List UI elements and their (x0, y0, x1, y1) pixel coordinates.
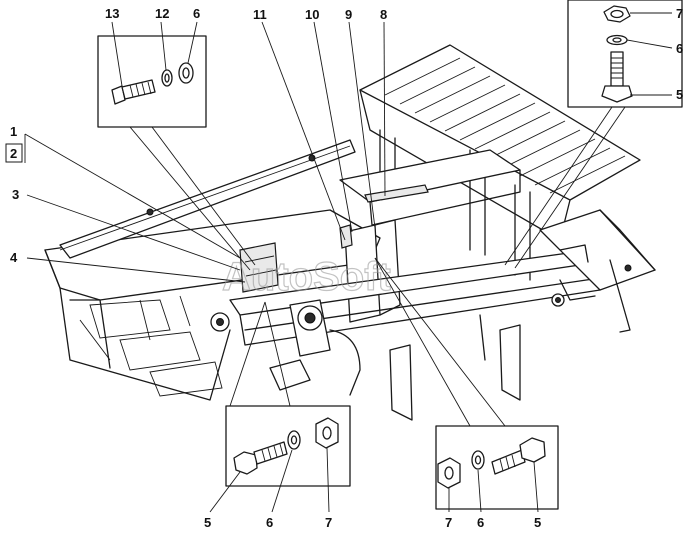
callout-6-bottom-right: 6 (477, 515, 484, 530)
detail-box-bottom-right (435, 425, 559, 513)
callout-13: 13 (105, 6, 119, 21)
nut-icon (603, 5, 631, 23)
callout-6-top-left: 6 (193, 6, 200, 21)
callout-11: 11 (253, 7, 267, 22)
callout-5-top-right: 5 (676, 87, 683, 102)
nut-icon (315, 417, 339, 449)
callout-12: 12 (155, 6, 169, 21)
bolt-icon (111, 79, 156, 105)
leader-lines (24, 21, 626, 427)
callout-3: 3 (12, 187, 19, 202)
callout-7-bottom-left: 7 (325, 515, 332, 530)
flat-washer-icon (178, 62, 194, 84)
bolt-icon (491, 437, 546, 475)
nut-icon (437, 457, 461, 489)
bolt-icon (601, 51, 633, 103)
callout-2: 2 (10, 146, 17, 161)
callout-8: 8 (380, 7, 387, 22)
detail-box-top-left (97, 21, 207, 128)
callout-9: 9 (345, 7, 352, 22)
callout-6-top-right: 6 (676, 41, 683, 56)
watermark-logo: AutoSoft (222, 255, 391, 299)
bolt-icon (233, 441, 288, 475)
dump-body-assembly (44, 44, 656, 421)
flat-washer-icon (471, 450, 485, 470)
callout-7-top-right: 7 (676, 6, 683, 21)
callout-2-box (5, 143, 23, 163)
callout-4: 4 (10, 250, 18, 265)
flat-washer-icon (606, 34, 628, 46)
flat-washer-icon (287, 430, 301, 450)
callout-6-bottom-left: 6 (266, 515, 273, 530)
callout-1: 1 (10, 124, 17, 139)
detail-box-top-right (567, 0, 683, 108)
spring-washer-icon (161, 69, 173, 87)
callout-7-bottom-right: 7 (445, 515, 452, 530)
callout-5-bottom-left: 5 (204, 515, 211, 530)
detail-box-bottom-left (209, 405, 351, 513)
callout-10: 10 (305, 7, 319, 22)
callout-labels: 1 2 3 4 11 10 9 8 13 12 6 7 6 5 5 6 7 7 … (5, 6, 683, 530)
callout-5-bottom-right: 5 (534, 515, 541, 530)
